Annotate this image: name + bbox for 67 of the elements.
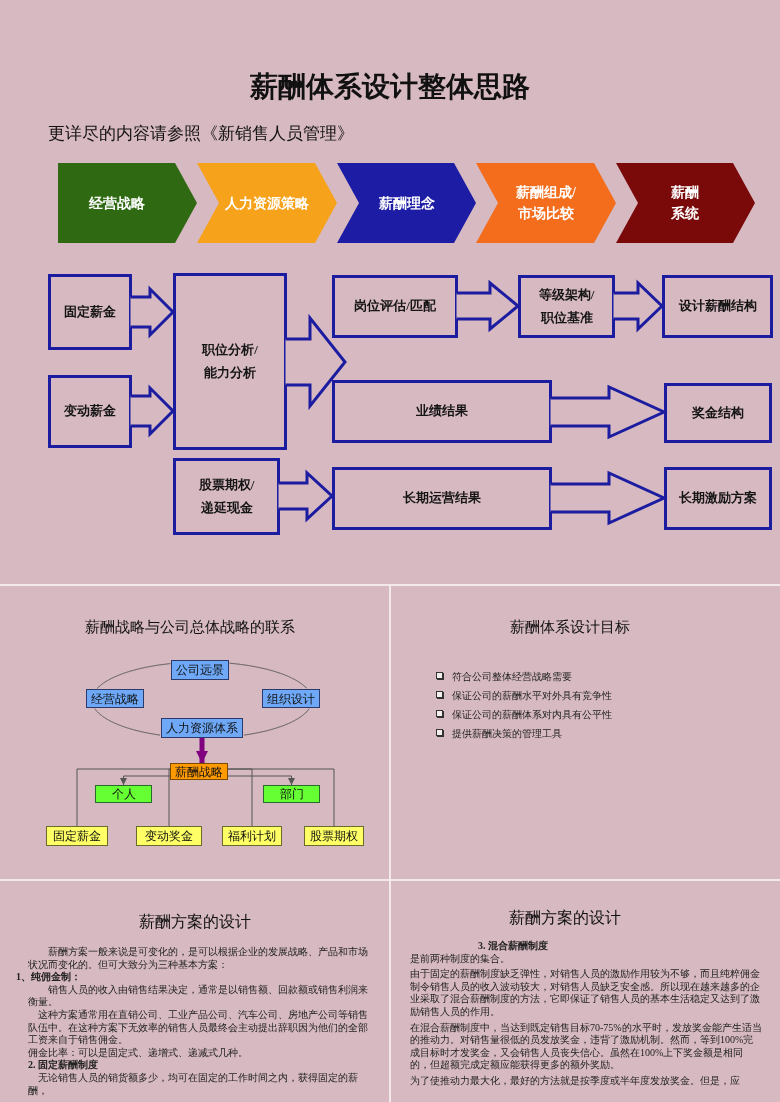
process-box: 股票期权/递延现金: [173, 458, 280, 535]
connector-line: [227, 768, 335, 827]
category-box: 部门: [263, 785, 320, 803]
process-box: 职位分析/能力分析: [173, 273, 287, 450]
section-heading: 2. 固定薪酬制度: [28, 1059, 99, 1072]
list-item: 保证公司的薪酬体系对内具有公平性: [452, 708, 613, 722]
slide-title: 薪酬方案的设计: [138, 912, 252, 932]
section-heading: 1、纯佣金制：: [16, 971, 82, 984]
concept-box: 经营战略: [86, 689, 144, 708]
paragraph: 薪酬方案一般来说是可变化的，是可以根据企业的发展战略、产品和市场状况而变化的。但可大致分为三种基本方案：: [28, 946, 369, 971]
process-box: 长期激励方案: [664, 467, 772, 530]
concept-box: 公司远景: [171, 660, 229, 680]
arrow: [227, 775, 295, 786]
block-arrow: [612, 279, 665, 333]
process-box: 业绩结果: [332, 380, 552, 443]
block-arrow: [549, 470, 668, 526]
connector-line: [168, 768, 171, 827]
paragraph: 销售人员的收入由销售结果决定，通常是以销售额、回款额或销售利润来衡量。: [28, 983, 369, 1009]
component-box: 变动奖金: [136, 826, 202, 846]
block-arrow: [129, 285, 176, 339]
subtitle: 更详尽的内容请参照《新销售人员管理》: [48, 123, 355, 145]
paragraph: 是前两种制度的集合。: [410, 952, 511, 966]
slide-title: 薪酬方案的设计: [508, 908, 622, 928]
paragraph: 在混合薪酬制度中，当达到既定销售目标70-75%的水平时，发放奖金能产生适当的推动力。对销售量很低的员发放奖金，违背了激励机制。然而，等到100%完成目标时才发奖金，又会销售人员丧失信心。虽然在100%上下奖金额是相同的，但超额完成定额应能获得更多的额外奖励。: [410, 1021, 762, 1072]
process-box: 变动薪金: [48, 375, 132, 448]
connector-line: [229, 662, 308, 689]
chevron-step: 薪酬系统: [616, 163, 755, 243]
paragraph: 佣金比率：可以是固定式、递增式、递减式几种。: [28, 1046, 249, 1059]
connector-line: [243, 708, 310, 736]
chevron-step: 薪酬理念: [337, 163, 476, 243]
category-box: 个人: [95, 785, 152, 803]
process-box: 设计薪酬结构: [662, 275, 773, 338]
concept-box: 组织设计: [262, 689, 320, 708]
chevron-step: 人力资源策略: [197, 163, 337, 243]
component-box: 股票期权: [304, 826, 364, 846]
block-arrow: [129, 384, 176, 438]
list-item: 提供薪酬决策的管理工具: [452, 727, 563, 741]
section-heading: 3. 混合薪酬制度: [477, 940, 549, 953]
chevron-step: 薪酬组成/市场比较: [476, 163, 616, 243]
connector-line: [94, 708, 161, 736]
process-box: 等级架构/职位基准: [518, 275, 615, 338]
block-arrow: [455, 279, 521, 333]
list-item: 符合公司整体经营战略需要: [452, 670, 573, 684]
chevron-step: 经营战略: [58, 163, 197, 243]
process-box: 奖金结构: [664, 383, 772, 443]
paragraph: 由于固定的薪酬制度缺乏弹性，对销售人员的激励作用较为不够，而且纯粹佣金制令销售人员的收入波动较大，对销售人员缺乏安全感。所以现在越来越多的企业采取了混合薪酬制度的方法，它即保证了销售人员的基本生活稳定又达到了激励销售人员的作用。: [410, 968, 761, 1019]
connector-line: [76, 768, 171, 827]
slide-title: 薪酬体系设计目标: [509, 618, 631, 637]
connector-line: [96, 663, 171, 689]
arrow: [120, 775, 171, 786]
component-box: 福利计划: [222, 826, 282, 846]
process-box: 长期运营结果: [332, 467, 552, 530]
process-box: 岗位评估/匹配: [332, 275, 458, 338]
component-box: 固定薪金: [46, 826, 108, 846]
title: 薪酬体系设计整体思路: [249, 70, 531, 104]
process-box: 固定薪金: [48, 274, 132, 350]
block-arrow: [284, 313, 347, 411]
paragraph: 这种方案通常用在直销公司、工业产品公司、汽车公司、房地产公司等销售队伍中。在这种方案下无效率的销售人员最终会主动提出辞职因为他们的全部工资来自于销售佣金。: [28, 1008, 369, 1047]
strategy-box: 薪酬战略: [170, 763, 228, 780]
block-arrow: [549, 384, 668, 440]
arrow: [196, 738, 208, 763]
paragraph: 为了使推动力最大化，最好的方法就是按季度或半年度发放奖金。但是，应: [410, 1074, 741, 1088]
list-item: 保证公司的薪酬水平对外具有竞争性: [452, 689, 613, 703]
concept-box: 人力资源体系: [161, 718, 243, 738]
paragraph: 无论销售人员的销货额多少，均可在固定的工作时间之内，获得固定的薪酬，: [28, 1071, 359, 1098]
block-arrow: [277, 469, 335, 523]
slide-title: 薪酬战略与公司总体战略的联系: [84, 618, 296, 637]
